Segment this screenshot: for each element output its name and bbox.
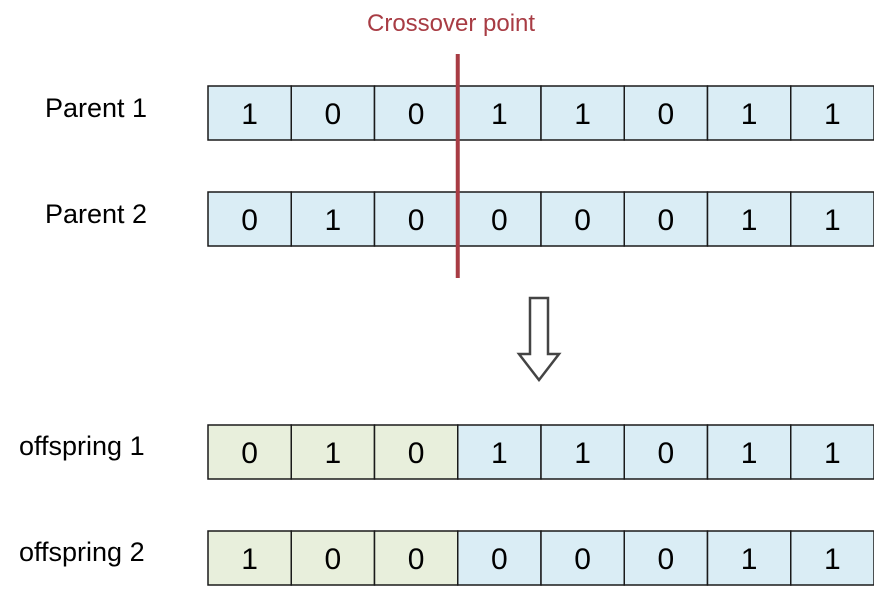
bit-cell bbox=[290, 530, 376, 586]
crossover-point-label: Crossover point bbox=[367, 10, 536, 37]
bit-row-offspring-1: 0 1 0 1 1 0 1 1 bbox=[207, 424, 874, 480]
bit-value: 0 bbox=[658, 204, 675, 237]
row-label-offspring-1: offspring 1 bbox=[19, 431, 145, 461]
bit-value: 0 bbox=[658, 437, 675, 470]
bit-cell bbox=[623, 424, 709, 480]
bit-cell bbox=[540, 191, 625, 247]
bit-value: 1 bbox=[741, 98, 758, 131]
bit-row-parent-1: 1 0 0 1 1 0 1 1 bbox=[207, 85, 874, 141]
bit-cell bbox=[623, 191, 709, 247]
bit-cell bbox=[790, 85, 874, 141]
down-arrow-icon bbox=[516, 296, 562, 383]
bit-value: 1 bbox=[241, 98, 258, 131]
bit-value: 0 bbox=[658, 543, 675, 576]
bit-cell bbox=[457, 530, 542, 586]
bit-cell bbox=[457, 424, 542, 480]
bit-value: 0 bbox=[408, 204, 425, 237]
bit-cell bbox=[207, 424, 292, 480]
bit-value: 1 bbox=[824, 437, 841, 470]
bit-cell bbox=[790, 191, 874, 247]
bit-value: 1 bbox=[741, 543, 758, 576]
bit-value: 1 bbox=[824, 98, 841, 131]
bit-cell bbox=[540, 530, 625, 586]
bit-cell bbox=[623, 85, 709, 141]
bit-value: 1 bbox=[824, 204, 841, 237]
bit-cell bbox=[790, 424, 874, 480]
bit-value: 0 bbox=[408, 543, 425, 576]
bit-rows: 1 0 0 1 1 0 1 1 0 1 0 0 0 0 1 1 0 1 0 1 1 0 1 1 1 0 0 0 0 0 1 1 bbox=[207, 85, 874, 586]
bit-value: 1 bbox=[325, 204, 342, 237]
row-label-parent-2: Parent 2 bbox=[45, 199, 148, 229]
bit-value: 1 bbox=[741, 437, 758, 470]
bit-value: 0 bbox=[408, 98, 425, 131]
bit-cell bbox=[706, 191, 792, 247]
bit-value: 1 bbox=[824, 543, 841, 576]
bit-value: 0 bbox=[241, 437, 258, 470]
row-label-offspring-2: offspring 2 bbox=[19, 537, 145, 567]
bit-cell bbox=[540, 85, 625, 141]
bit-value: 0 bbox=[491, 543, 508, 576]
bit-value: 0 bbox=[325, 543, 342, 576]
bit-value: 0 bbox=[241, 204, 258, 237]
bit-cell bbox=[706, 85, 792, 141]
bit-value: 0 bbox=[491, 204, 508, 237]
bit-cell bbox=[207, 191, 292, 247]
bit-cell bbox=[373, 530, 459, 586]
bit-value: 0 bbox=[574, 204, 591, 237]
bit-value: 1 bbox=[325, 437, 342, 470]
bit-row-parent-2: 0 1 0 0 0 0 1 1 bbox=[207, 191, 874, 247]
bit-cell bbox=[290, 424, 376, 480]
row-label-parent-1: Parent 1 bbox=[45, 93, 148, 123]
bit-cell bbox=[790, 530, 874, 586]
bit-row-offspring-2: 1 0 0 0 0 0 1 1 bbox=[207, 530, 874, 586]
bit-value: 1 bbox=[241, 543, 258, 576]
bit-value: 0 bbox=[408, 437, 425, 470]
bit-cell bbox=[290, 191, 376, 247]
bit-cell bbox=[207, 85, 292, 141]
bit-value: 0 bbox=[574, 543, 591, 576]
bit-value: 1 bbox=[574, 98, 591, 131]
bit-cell bbox=[373, 424, 459, 480]
bit-cell bbox=[373, 191, 459, 247]
bit-value: 1 bbox=[491, 98, 508, 131]
bit-value: 0 bbox=[658, 98, 675, 131]
bit-value: 1 bbox=[574, 437, 591, 470]
bit-value: 1 bbox=[741, 204, 758, 237]
bit-cell bbox=[706, 424, 792, 480]
bit-value: 1 bbox=[491, 437, 508, 470]
bit-value: 0 bbox=[325, 98, 342, 131]
bit-cell bbox=[623, 530, 709, 586]
